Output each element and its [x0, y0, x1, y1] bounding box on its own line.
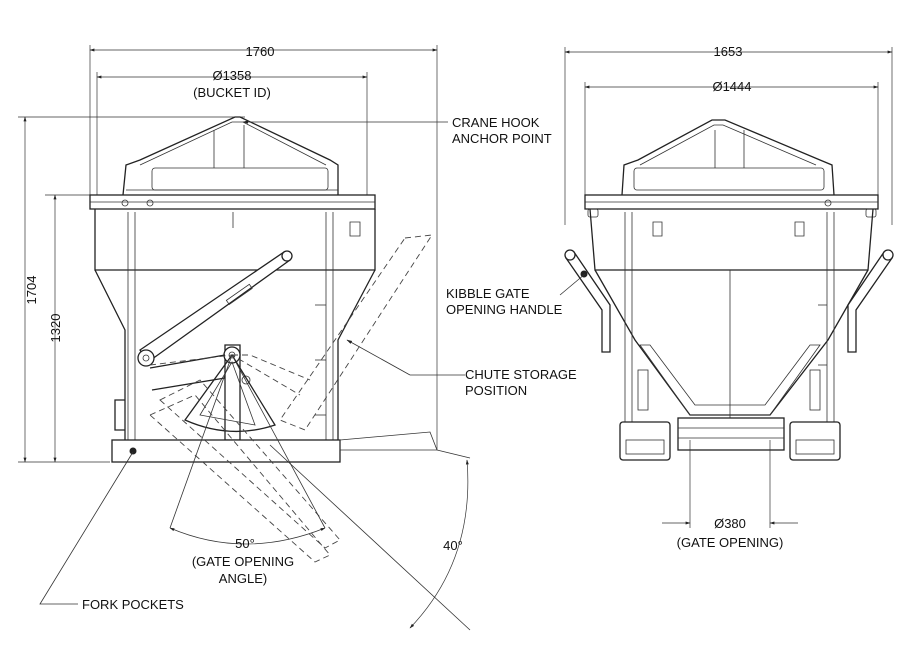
callout-labels: CRANE HOOK ANCHOR POINT KIBBLE GATE OPEN…	[82, 115, 577, 612]
label-chute-position: POSITION	[465, 383, 527, 398]
label-gate-angle-2: ANGLE)	[219, 571, 267, 586]
label-chute-storage: CHUTE STORAGE	[465, 367, 577, 382]
dim-bucket-id-note: (BUCKET ID)	[193, 85, 271, 100]
dim-bucket-id: Ø1358	[212, 68, 251, 83]
leader-lines	[39, 120, 586, 605]
label-fork-pockets: FORK POCKETS	[82, 597, 184, 612]
dim-gate-diam: Ø380	[714, 516, 746, 531]
dim-width-side: 1760	[246, 44, 275, 59]
dimension-labels: 1760 Ø1358 (BUCKET ID) 1653 Ø1444 1704 1…	[24, 44, 783, 550]
dim-gate-diam-note: (GATE OPENING)	[677, 535, 784, 550]
front-view	[564, 47, 894, 528]
label-chute-angle: 40°	[443, 538, 463, 553]
label-anchor-point: ANCHOR POINT	[452, 131, 552, 146]
label-gate-angle-value: 50°	[235, 536, 255, 551]
dim-width-front: 1653	[714, 44, 743, 59]
side-view	[18, 45, 471, 631]
label-kibble-gate: KIBBLE GATE	[446, 286, 530, 301]
dim-height-total: 1704	[24, 276, 39, 305]
label-opening-handle: OPENING HANDLE	[446, 302, 563, 317]
dim-height-body: 1320	[48, 314, 63, 343]
label-gate-angle-1: (GATE OPENING	[192, 554, 294, 569]
dim-diam-front: Ø1444	[712, 79, 751, 94]
label-crane-hook: CRANE HOOK	[452, 115, 540, 130]
